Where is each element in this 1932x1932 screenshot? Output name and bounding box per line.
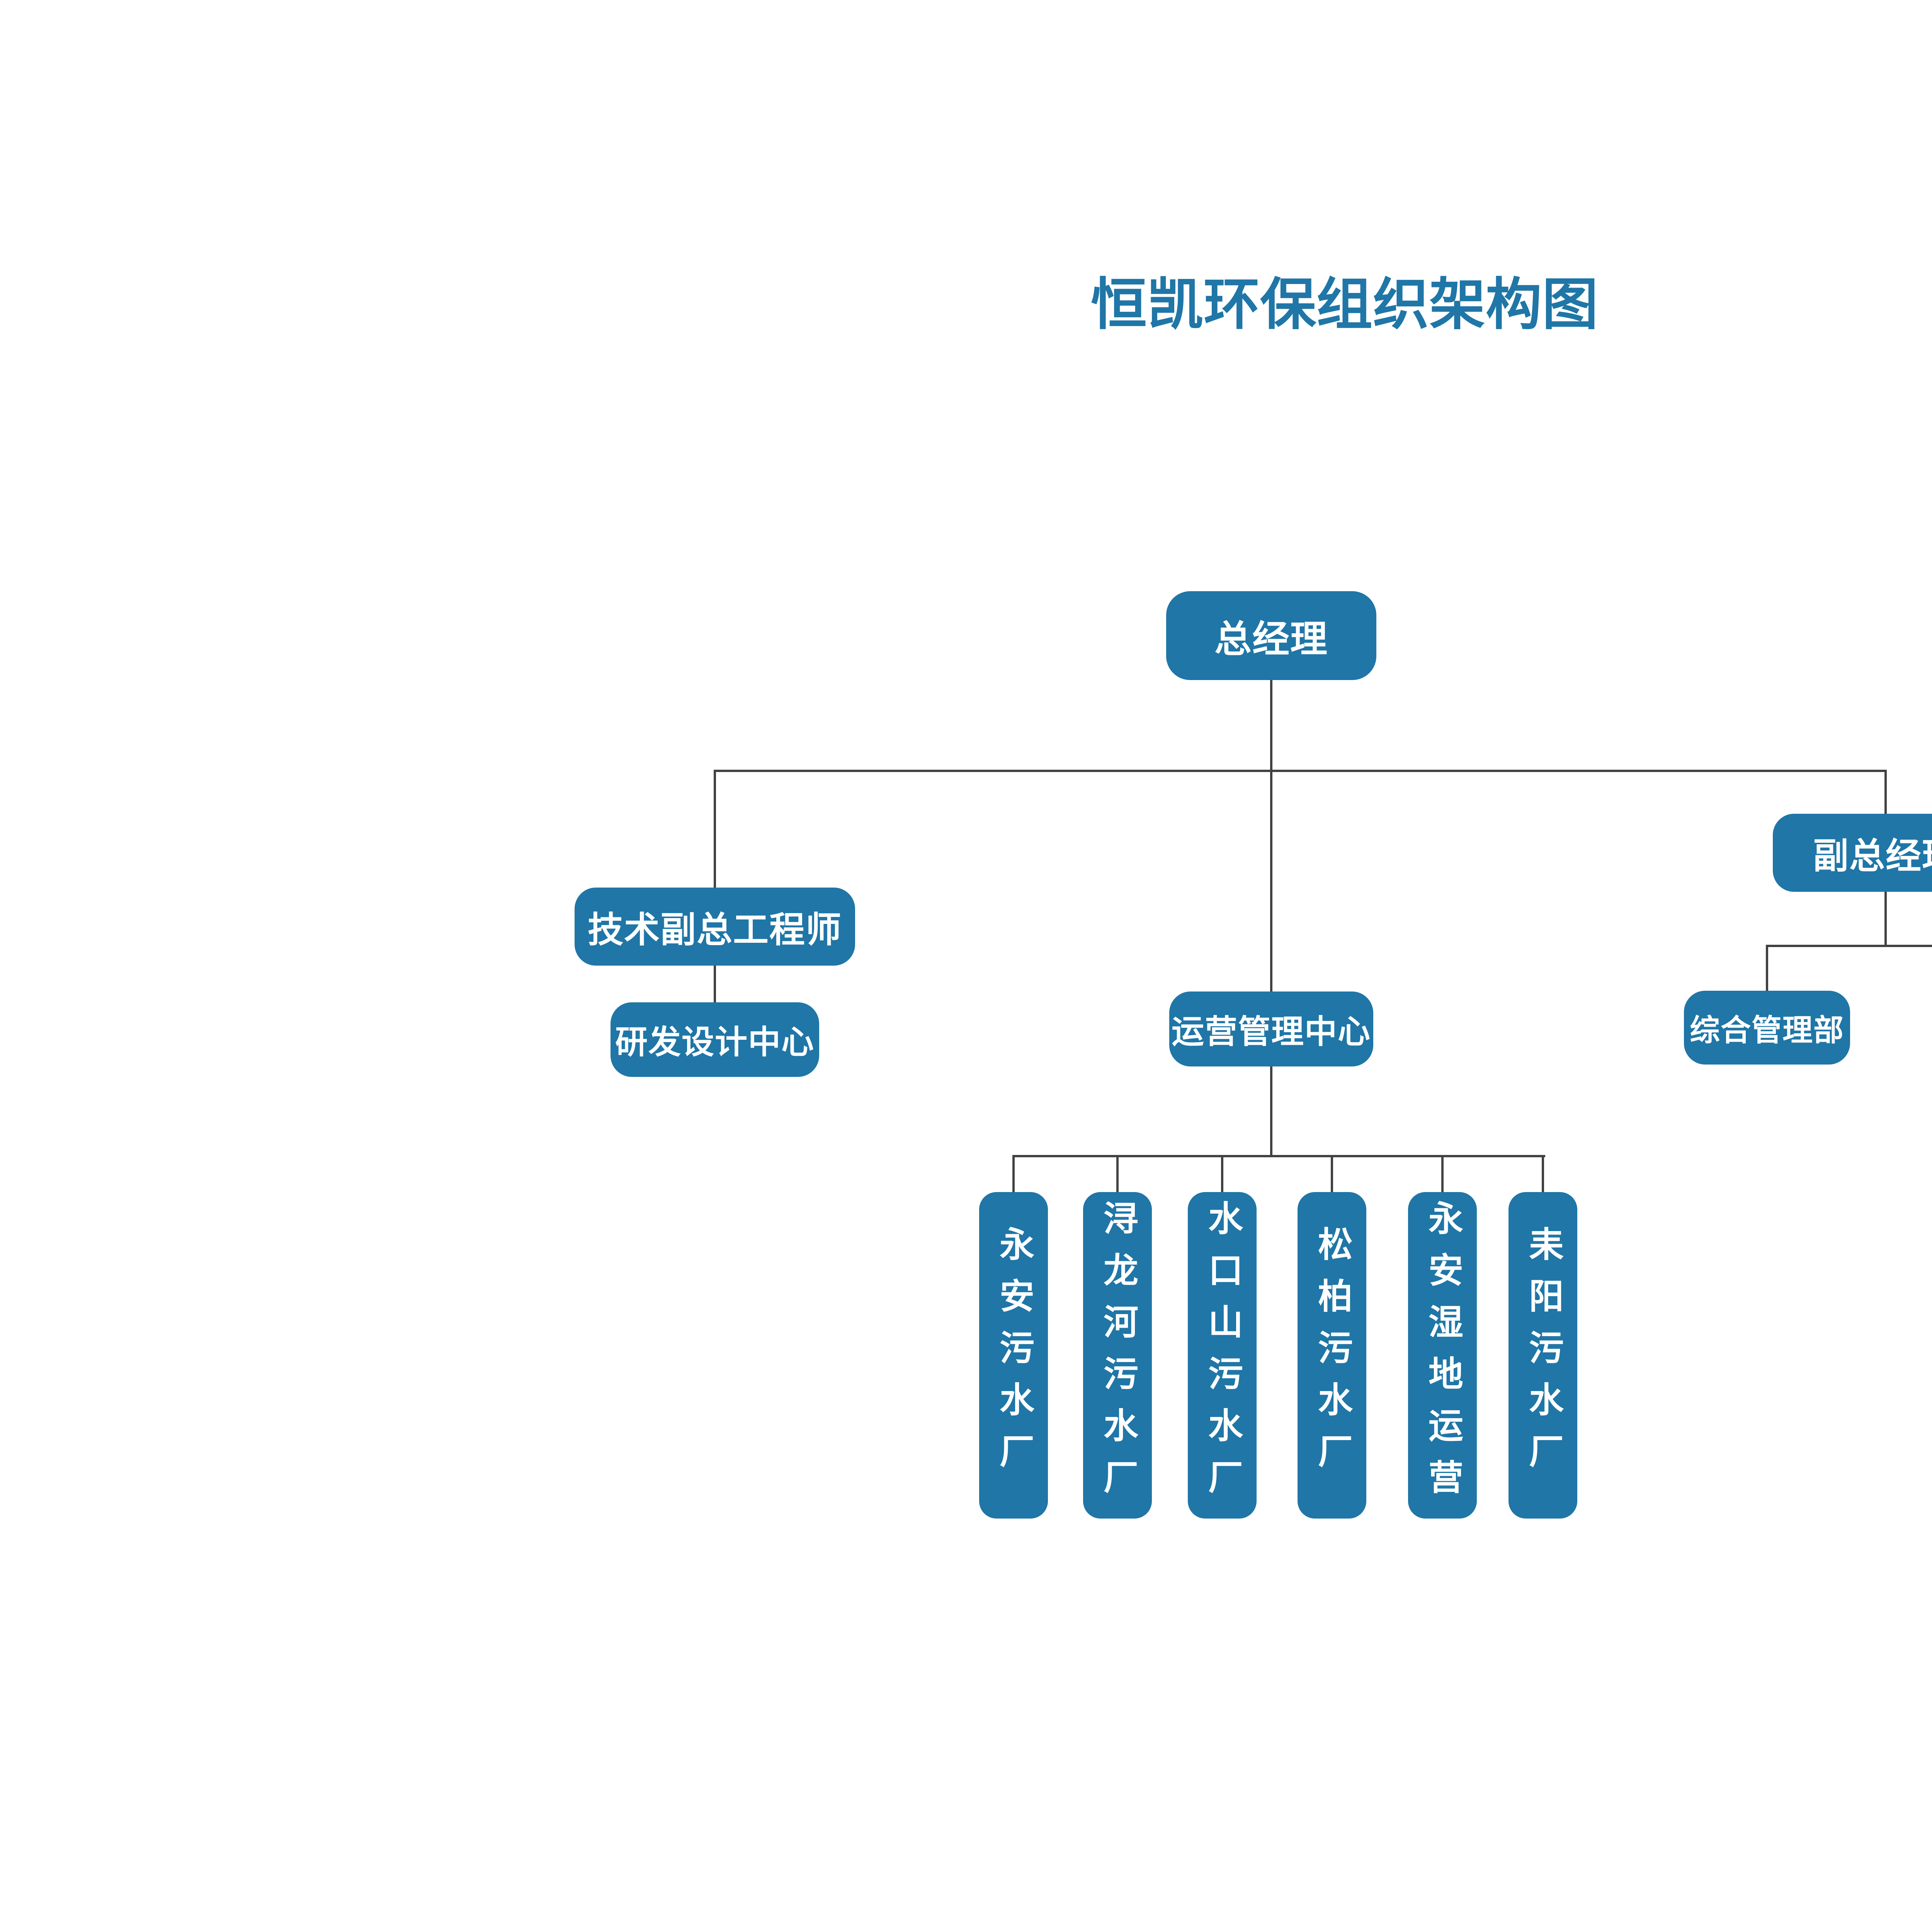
connector-ceo-to-ops-spine xyxy=(1270,680,1272,992)
connector-drop-plant-xunlonghe xyxy=(1116,1155,1119,1192)
org-node-operations-management-center: 运营管理中心 xyxy=(1169,992,1373,1066)
org-node-plant-songbai: 松柏污水厂 xyxy=(1298,1192,1366,1519)
org-node-plant-leiyang: 耒阳污水厂 xyxy=(1509,1192,1577,1519)
connector-drop-plant-yongan xyxy=(1012,1155,1015,1192)
org-node-deputy-general-manager: 副总经理 xyxy=(1773,814,1932,892)
connector-plants-branch xyxy=(1012,1155,1545,1157)
org-node-wetland-yongan: 永安湿地运营 xyxy=(1408,1192,1477,1519)
connector-drop-wetland-yongan xyxy=(1441,1155,1444,1192)
connector-tech-to-rd xyxy=(714,966,716,1002)
org-node-technical-deputy-chief-engineer: 技术副总工程师 xyxy=(575,888,855,966)
org-node-plant-xunlonghe: 浔龙河污水厂 xyxy=(1083,1192,1152,1519)
connector-main-branch xyxy=(714,770,1887,772)
org-node-general-manager: 总经理 xyxy=(1166,591,1376,680)
org-node-admin-management-dept: 综合管理部 xyxy=(1684,991,1850,1065)
chart-title: 恒凯环保组织架构图 xyxy=(1091,273,1599,336)
connector-drop-plant-songbai xyxy=(1331,1155,1333,1192)
connector-deputy-to-subbranch xyxy=(1884,892,1887,946)
connector-drop-plant-shuikoushan xyxy=(1221,1155,1223,1192)
connector-ops-to-plants-branch xyxy=(1270,1066,1272,1157)
org-node-plant-shuikoushan: 水口山污水厂 xyxy=(1188,1192,1257,1519)
connector-drop-deputy-gm xyxy=(1884,770,1887,814)
org-node-plant-yongan: 永安污水厂 xyxy=(979,1192,1048,1519)
org-node-rd-design-center: 研发设计中心 xyxy=(611,1002,819,1077)
connector-drop-tech-chief xyxy=(714,770,716,888)
connector-drop-plant-leiyang xyxy=(1542,1155,1544,1192)
connector-deputy-branch xyxy=(1766,945,1932,947)
connector-drop-admin-dept xyxy=(1766,945,1768,991)
